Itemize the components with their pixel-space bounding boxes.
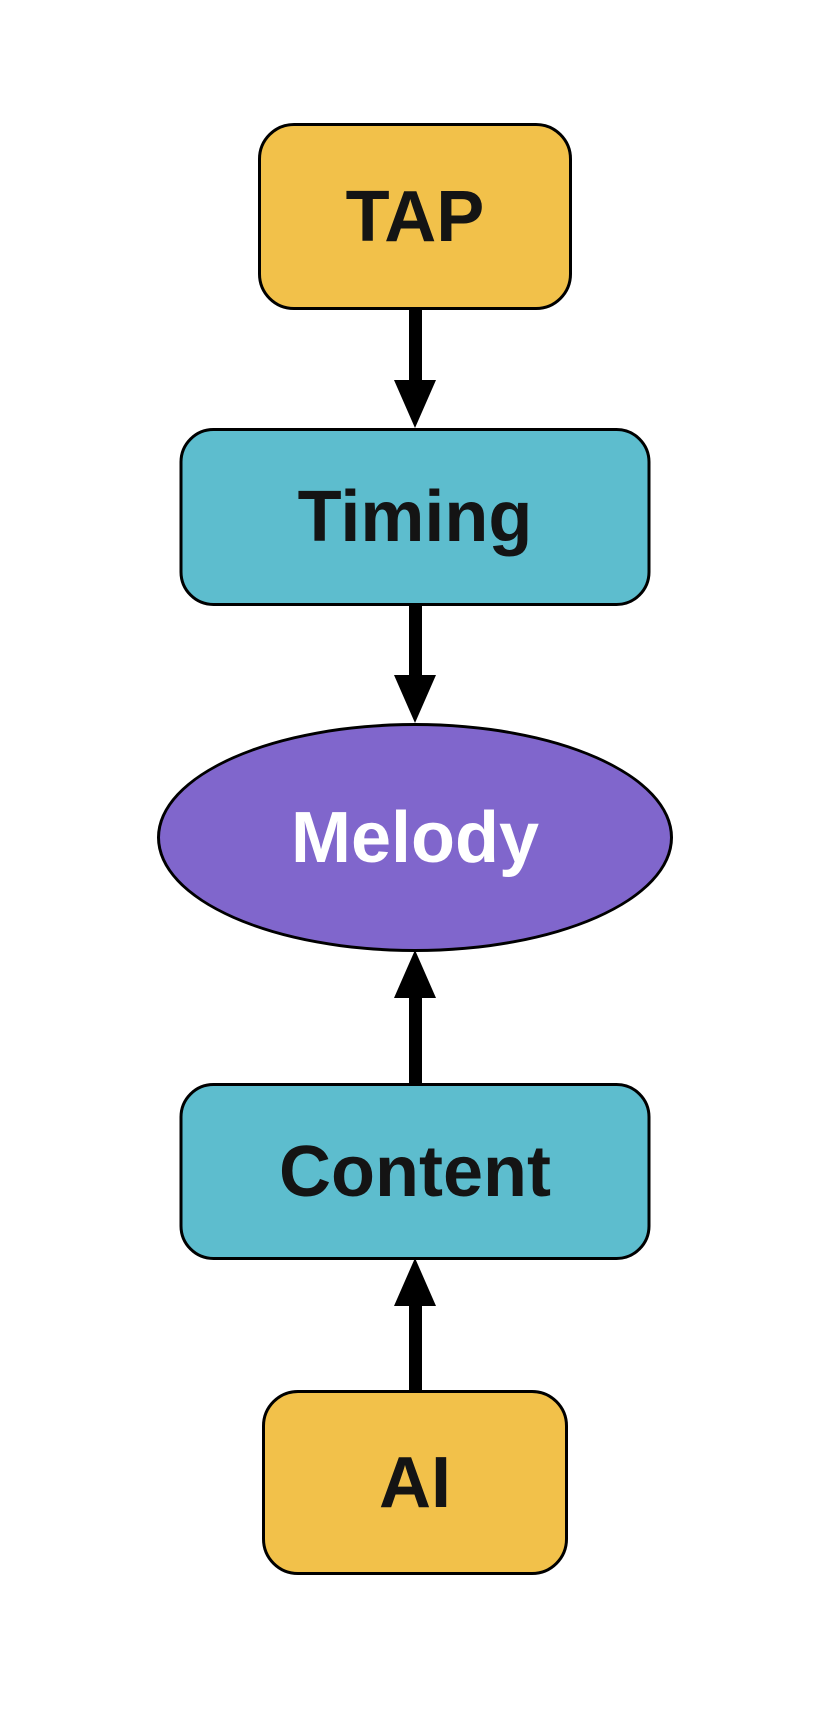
arrow-content-to-melody <box>394 950 436 1083</box>
arrow-shaft <box>408 604 422 675</box>
arrowhead-down-icon <box>394 675 436 723</box>
arrow-shaft <box>408 308 422 380</box>
node-tap: TAP <box>258 123 572 310</box>
arrowhead-down-icon <box>394 380 436 428</box>
arrowhead-up-icon <box>394 950 436 998</box>
node-melody-label: Melody <box>290 797 540 878</box>
node-content-label: Content <box>279 1131 551 1212</box>
node-melody: Melody <box>157 723 673 952</box>
node-ai: AI <box>262 1390 568 1575</box>
arrow-ai-to-content <box>394 1258 436 1390</box>
arrowhead-up-icon <box>394 1258 436 1306</box>
arrow-shaft <box>408 1306 422 1390</box>
arrow-shaft <box>408 998 422 1083</box>
node-timing: Timing <box>179 428 651 606</box>
arrow-timing-to-melody <box>394 604 436 723</box>
node-ai-label: AI <box>379 1442 451 1523</box>
node-tap-label: TAP <box>345 176 485 257</box>
arrow-tap-to-timing <box>394 308 436 428</box>
node-timing-label: Timing <box>297 477 533 557</box>
node-content: Content <box>179 1083 651 1260</box>
